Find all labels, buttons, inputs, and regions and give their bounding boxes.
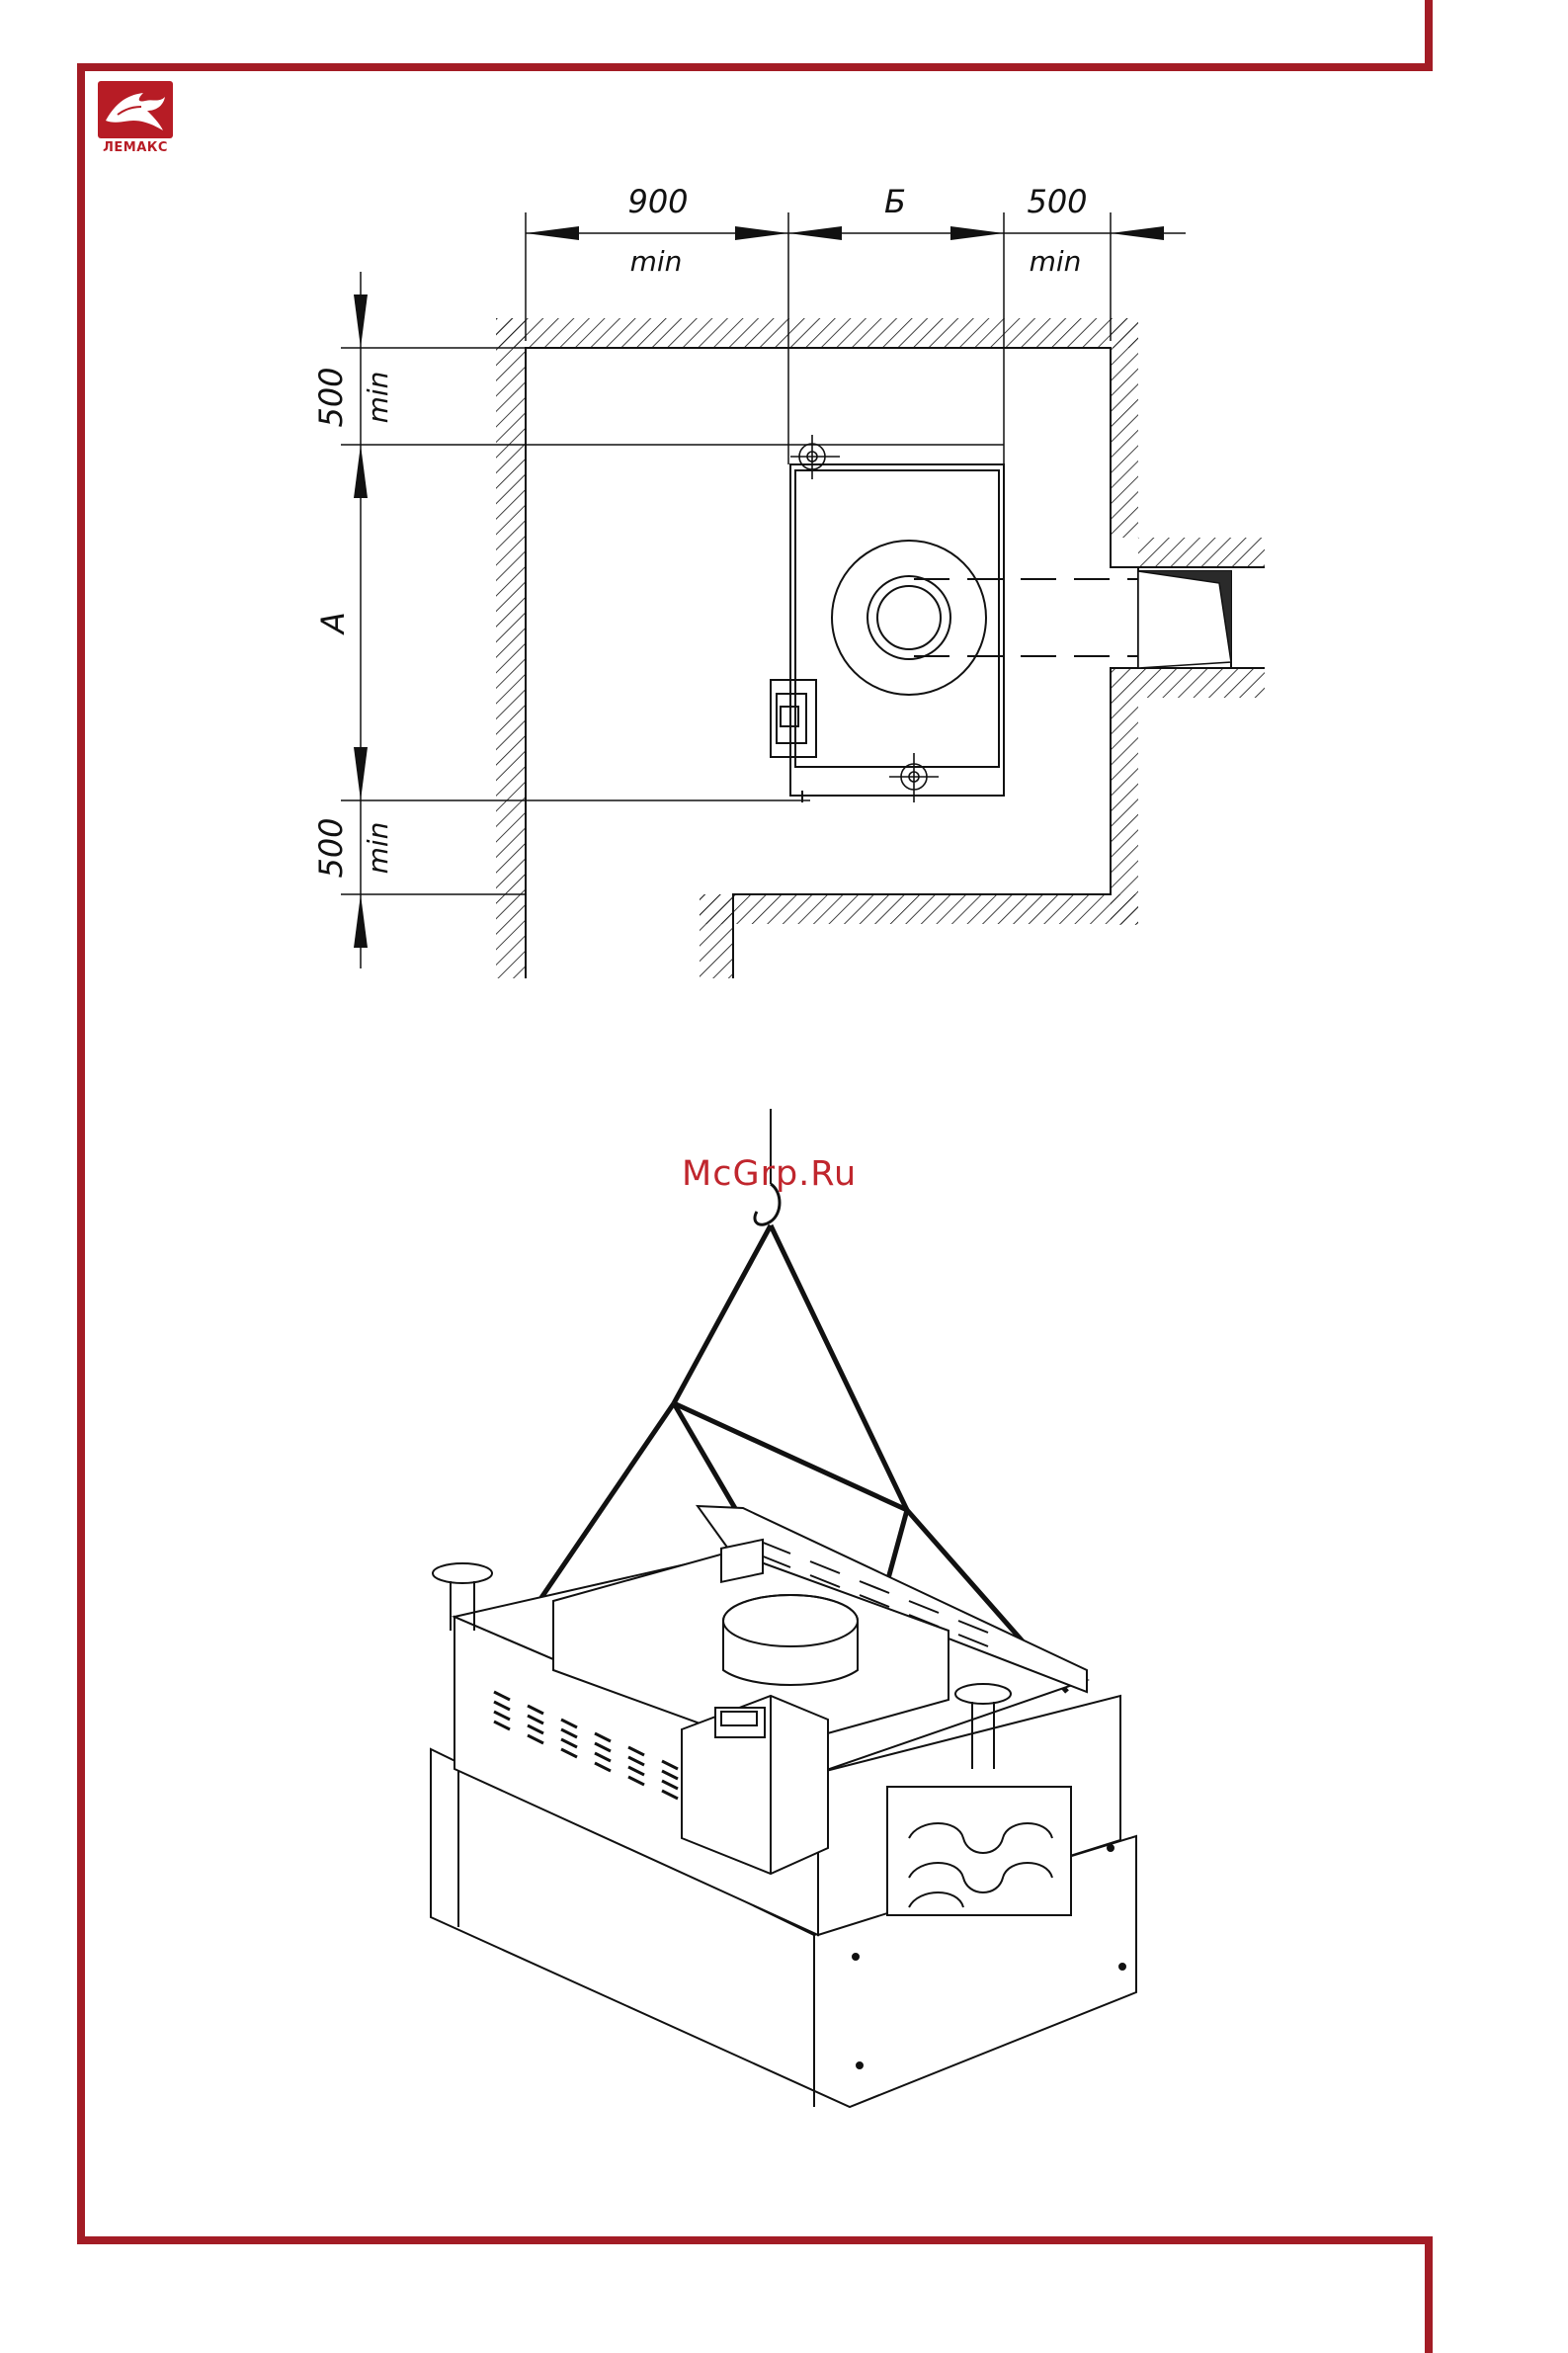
dim-left-bottom: 500 xyxy=(312,817,350,878)
watermark: McGrp.Ru xyxy=(682,1154,899,1194)
boiler-plan-outline xyxy=(771,464,1004,802)
chimney-opening xyxy=(1138,571,1231,668)
dim-top-right: 500 xyxy=(1027,183,1087,220)
dim-left-top: 500 xyxy=(312,367,350,427)
lifting-slings xyxy=(522,1225,1067,1785)
boiler-body xyxy=(454,1506,1120,1935)
mount-point-markers xyxy=(790,435,939,802)
pipe-flanges xyxy=(433,1563,1011,1769)
dim-left-bottom-unit: min xyxy=(362,822,394,875)
frame-bottom-right-tick xyxy=(1425,2236,1433,2353)
frame-bottom-line xyxy=(77,2236,1433,2244)
installation-plan-drawing: 900 min Б 500 min 500 min A 500 min xyxy=(0,0,1568,998)
dim-top-middle: Б xyxy=(884,183,906,220)
dim-top-right-unit: min xyxy=(1030,245,1082,278)
burner-housing xyxy=(553,1552,949,1749)
heat-exchanger-coils xyxy=(887,1787,1071,1915)
dim-left-middle: A xyxy=(314,612,352,635)
boiler-base xyxy=(431,1749,1136,2107)
dim-top-left: 900 xyxy=(627,183,688,220)
dim-top-left-unit: min xyxy=(630,245,683,278)
control-panel-box xyxy=(682,1540,828,1874)
dim-left-top-unit: min xyxy=(362,372,394,424)
